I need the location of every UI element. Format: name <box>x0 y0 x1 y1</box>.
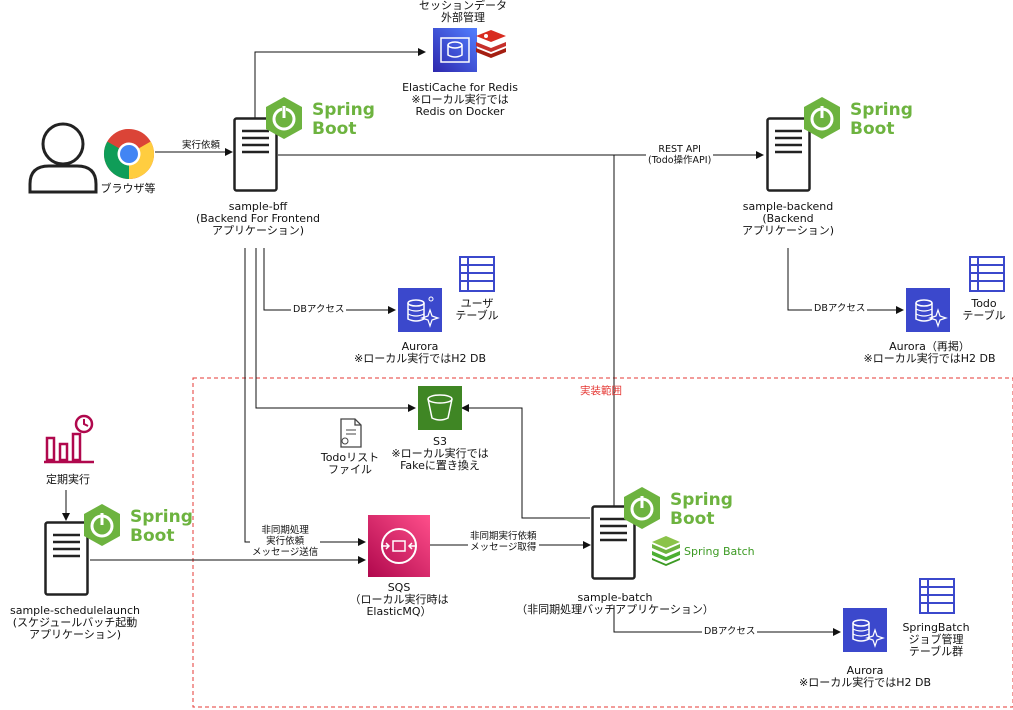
user-label: ブラウザ等 <box>100 182 156 195</box>
edge-batch-to-s3 <box>461 404 590 519</box>
aurora-user-icon <box>398 288 442 332</box>
user-table-label: ユーザ テーブル <box>455 297 499 322</box>
scheduled-chart-icon <box>44 414 94 464</box>
backend-server-icon <box>766 117 811 192</box>
bff-label: sample-bff (Backend For Frontend アプリケーショ… <box>195 200 321 237</box>
file-icon <box>340 418 362 448</box>
spring-boot-logo-icon <box>266 97 302 139</box>
spring-boot-text: Spring Boot <box>312 100 375 139</box>
region-label: 実装範囲 <box>580 385 622 397</box>
spring-batch-label: Spring Batch <box>684 545 755 558</box>
edge-backend-to-aurora-todo <box>787 248 904 314</box>
user-icon <box>28 122 98 194</box>
chrome-browser-icon <box>103 128 155 180</box>
backend-label: sample-backend (Backend アプリケーション) <box>741 200 835 237</box>
edge-bff-to-s3 <box>255 248 416 412</box>
schedule-server-icon <box>44 521 89 596</box>
aurora-batch-label: Aurora ※ローカル実行ではH2 DB <box>799 664 931 689</box>
edge-bff-to-aurora-user <box>263 248 396 314</box>
batch-server-icon <box>591 505 636 580</box>
spring-batch-icon <box>652 536 680 566</box>
edge-label-db-access-bff: DBアクセス <box>291 304 347 315</box>
todo-table-label: Todo テーブル <box>962 297 1006 322</box>
schedule-trigger-label: 定期実行 <box>46 473 90 486</box>
todo-file-label: Todoリスト ファイル <box>320 451 380 476</box>
spring-boot-text: Spring Boot <box>850 100 913 139</box>
edge-label-rest-api: REST API (Todo操作API) <box>646 144 714 166</box>
edge-batch-to-aurora-batch <box>613 605 841 636</box>
elasticache-label: ElastiCache for Redis ※ローカル実行では Redis on… <box>402 81 518 118</box>
redis-icon <box>476 30 506 58</box>
spring-boot-logo-icon <box>624 487 660 529</box>
sqs-label: SQS （ローカル実行時は ElasticMQ） <box>349 581 449 618</box>
spring-boot-logo-icon <box>804 97 840 139</box>
edge-label-exec-request: 実行依頼 <box>180 140 223 151</box>
todo-table-icon <box>969 256 1005 292</box>
s3-icon <box>418 386 462 430</box>
edge-label-async-receive: 非同期実行依頼 メッセージ取得 <box>468 531 539 553</box>
sqs-icon <box>368 515 430 577</box>
edge-label-db-access-backend: DBアクセス <box>812 303 868 314</box>
s3-label: S3 ※ローカル実行では Fakeに置き換え <box>391 435 489 472</box>
elasticache-title: セッションデータ 外部管理 <box>419 0 507 24</box>
elasticache-icon <box>433 28 477 72</box>
edge-label-async-send: 非同期処理 実行依頼 メッセージ送信 <box>250 525 321 558</box>
batch-table-label: SpringBatch ジョブ管理 テーブル群 <box>902 621 970 658</box>
edge-bff-to-sqs <box>244 248 366 546</box>
aurora-todo-icon <box>906 288 950 332</box>
spring-boot-logo-icon <box>84 504 120 546</box>
edge-label-db-access-batch: DBアクセス <box>702 626 758 637</box>
aurora-user-label: Aurora ※ローカル実行ではH2 DB <box>354 340 486 365</box>
aurora-batch-icon <box>843 608 887 652</box>
batch-table-icon <box>919 578 955 614</box>
batch-label: sample-batch （非同期処理バッチアプリケーション） <box>516 591 714 616</box>
spring-boot-text: Spring Boot <box>130 507 193 546</box>
bff-server-icon <box>233 117 278 192</box>
aurora-todo-label: Aurora（再掲） ※ローカル実行ではH2 DB <box>863 340 996 365</box>
edge-bff-to-elasticache <box>254 48 426 118</box>
schedule-label: sample-schedulelaunch (スケジュールバッチ起動 アプリケー… <box>9 604 141 641</box>
spring-boot-text: Spring Boot <box>670 490 733 529</box>
user-table-icon <box>459 256 495 292</box>
